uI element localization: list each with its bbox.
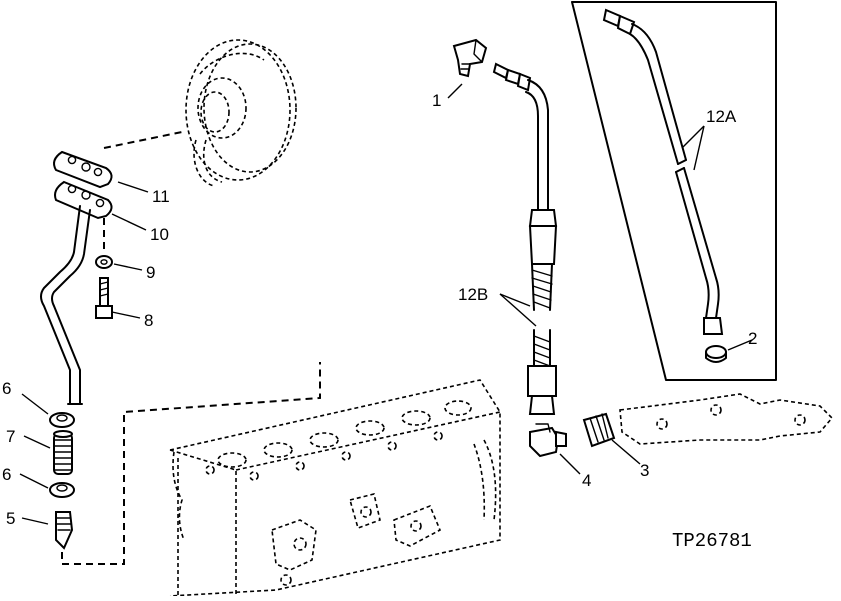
lock-washer — [95, 255, 113, 269]
inset-panel-12a — [571, 1, 777, 381]
callout-8: 8 — [144, 311, 153, 330]
callout-7: 7 — [6, 427, 15, 446]
callout-4: 4 — [582, 471, 591, 490]
elbow-fitting-upper — [452, 38, 488, 78]
callout-2: 2 — [748, 329, 757, 348]
callout-3: 3 — [640, 461, 649, 480]
callout-11: 11 — [152, 187, 170, 206]
callout-6-lower: 6 — [2, 465, 11, 484]
callout-5: 5 — [6, 509, 15, 528]
callout-6-upper: 6 — [2, 379, 11, 398]
callout-9: 9 — [146, 263, 155, 282]
callout-10: 10 — [150, 225, 169, 244]
callout-1: 1 — [432, 91, 441, 110]
flange-and-oil-line — [40, 180, 113, 405]
block-connection-outline — [619, 393, 834, 445]
gasket — [53, 150, 113, 189]
callout-12b: 12B — [458, 285, 488, 304]
cap-screw — [95, 277, 113, 319]
elbow-fitting-lower — [55, 511, 74, 550]
nut-upper — [49, 412, 75, 428]
engine-block — [169, 379, 501, 597]
figure-id: TP26781 — [672, 530, 752, 552]
adapter-fitting — [582, 412, 616, 448]
dashed-link-engine — [61, 362, 321, 565]
dashed-link-turbo — [103, 131, 183, 149]
turbocharger-outline — [185, 39, 297, 187]
elbow-fitting-right — [529, 423, 567, 458]
oil-return-hose — [492, 62, 558, 415]
nut-lower — [49, 482, 75, 498]
leader-lines — [19, 83, 753, 525]
hose-section — [53, 430, 73, 475]
callout-12a: 12A — [706, 107, 737, 126]
